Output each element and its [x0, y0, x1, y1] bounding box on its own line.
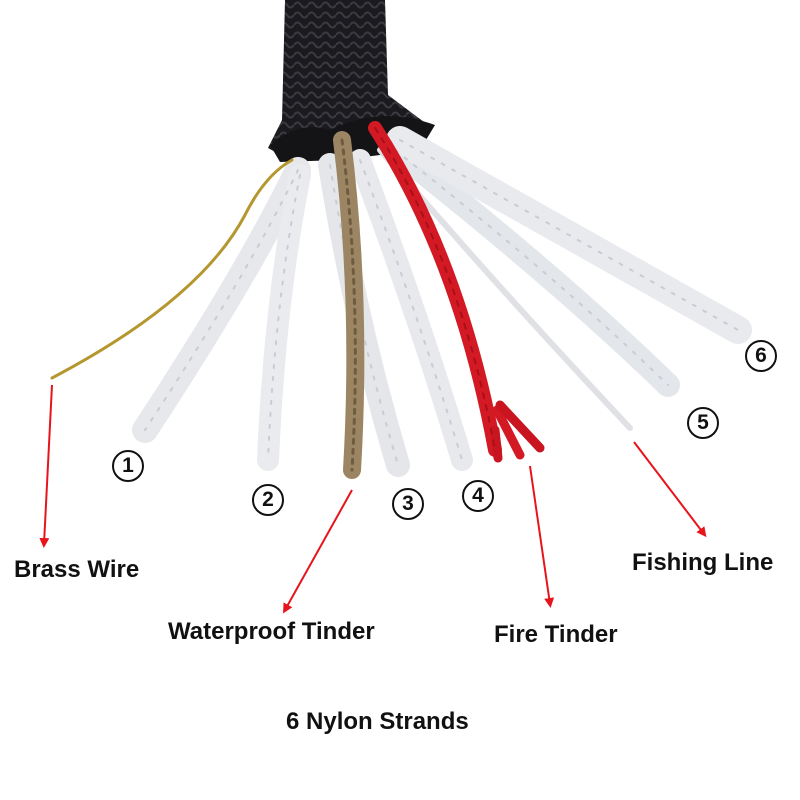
- nylon-strands-label: 6 Nylon Strands: [286, 708, 469, 735]
- arrow-brass-wire: [39, 384, 53, 548]
- fire-tinder-strand: [368, 121, 545, 463]
- arrow-waterproof-tinder: [283, 489, 353, 614]
- strand-number-1: 1: [112, 450, 144, 482]
- arrow-fishing-line: [633, 441, 707, 538]
- waterproof-tinder-strand: [333, 131, 365, 479]
- strand-number-4: 4: [462, 480, 494, 512]
- fire-tinder-label: Fire Tinder: [494, 621, 618, 648]
- waterproof-tinder-label: Waterproof Tinder: [168, 618, 375, 645]
- arrow-fire-tinder: [529, 465, 555, 608]
- nylon-strands: [132, 126, 752, 477]
- strand-number-2: 2: [252, 484, 284, 516]
- brass-wire-strand: [50, 158, 294, 380]
- brass-wire-label: Brass Wire: [14, 556, 140, 583]
- strand-number-6: 6: [745, 340, 777, 372]
- strand-number-5: 5: [687, 407, 719, 439]
- arrows: [39, 384, 707, 614]
- strand-number-3: 3: [392, 488, 424, 520]
- fishing-line-label: Fishing Line: [632, 549, 774, 576]
